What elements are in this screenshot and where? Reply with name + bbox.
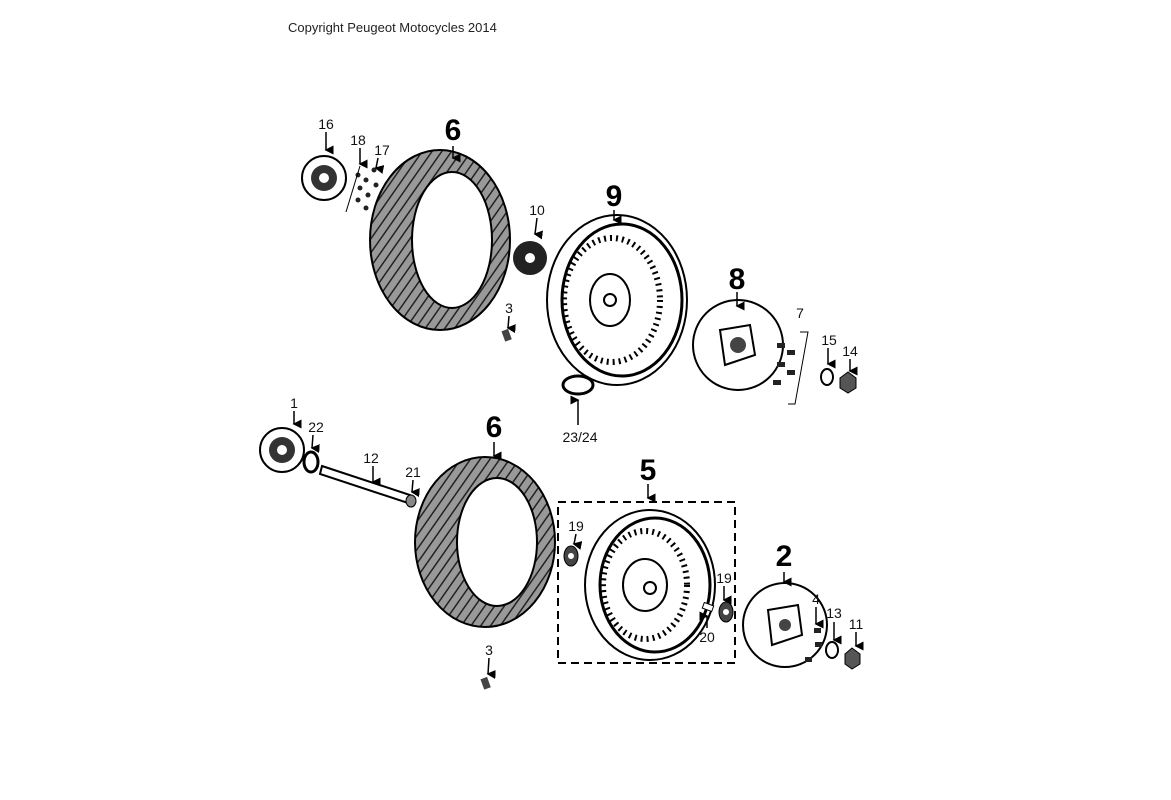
spacer-21 [405, 494, 417, 508]
callout-4: 4 [812, 591, 820, 607]
tire-lower [414, 456, 556, 628]
callout-16: 16 [318, 116, 334, 132]
callout-21: 21 [405, 464, 421, 480]
callout-10: 10 [529, 202, 545, 218]
callout-6-lower: 6 [486, 411, 503, 444]
callout-23-24: 23/24 [562, 429, 597, 445]
screws-17-18 [345, 165, 379, 213]
callout-5: 5 [640, 454, 657, 487]
callout-19-right: 19 [716, 570, 732, 586]
callout-7: 7 [796, 305, 804, 321]
callout-arrows [292, 132, 864, 679]
washer-13 [825, 641, 839, 659]
axle-12 [318, 464, 412, 505]
sprocket-10 [513, 241, 547, 275]
callout-12: 12 [363, 450, 379, 466]
callout-18: 18 [350, 132, 366, 148]
tire-upper [369, 149, 511, 331]
callout-13: 13 [826, 605, 842, 621]
nut-11 [844, 647, 861, 670]
clamp-23-24 [561, 374, 595, 396]
ring-22 [302, 450, 320, 474]
callout-19-left: 19 [568, 518, 584, 534]
callout-20: 20 [699, 629, 715, 645]
callout-15: 15 [821, 332, 837, 348]
callout-14: 14 [842, 343, 858, 359]
brake-disc-8 [692, 299, 784, 391]
spacer-20 [701, 601, 715, 613]
hubcap-16 [301, 155, 347, 201]
bearing-19-left [563, 545, 579, 567]
callout-9: 9 [606, 180, 623, 213]
callout-2: 2 [776, 540, 793, 573]
wheel-rim-9 [546, 214, 688, 386]
bolts-4 [805, 628, 822, 662]
callout-3-lower: 3 [485, 642, 493, 658]
nut-14 [839, 371, 857, 394]
valve-3-upper [501, 328, 512, 342]
callout-6-upper: 6 [445, 114, 462, 147]
callout-22: 22 [308, 419, 324, 435]
hubcap-1 [259, 427, 305, 473]
brake-disc-2 [742, 582, 828, 668]
bearing-19-right [718, 601, 734, 623]
callout-1: 1 [290, 395, 298, 411]
copyright-text: Copyright Peugeot Motocycles 2014 [288, 20, 497, 35]
callout-3-upper: 3 [505, 300, 513, 316]
callout-8: 8 [729, 263, 746, 296]
callout-11: 11 [849, 616, 864, 632]
wheel-rim-5 [584, 509, 716, 661]
bolts-7 [773, 331, 809, 405]
washer-15 [820, 368, 834, 386]
valve-3-lower [480, 676, 491, 690]
callout-17: 17 [374, 142, 390, 158]
